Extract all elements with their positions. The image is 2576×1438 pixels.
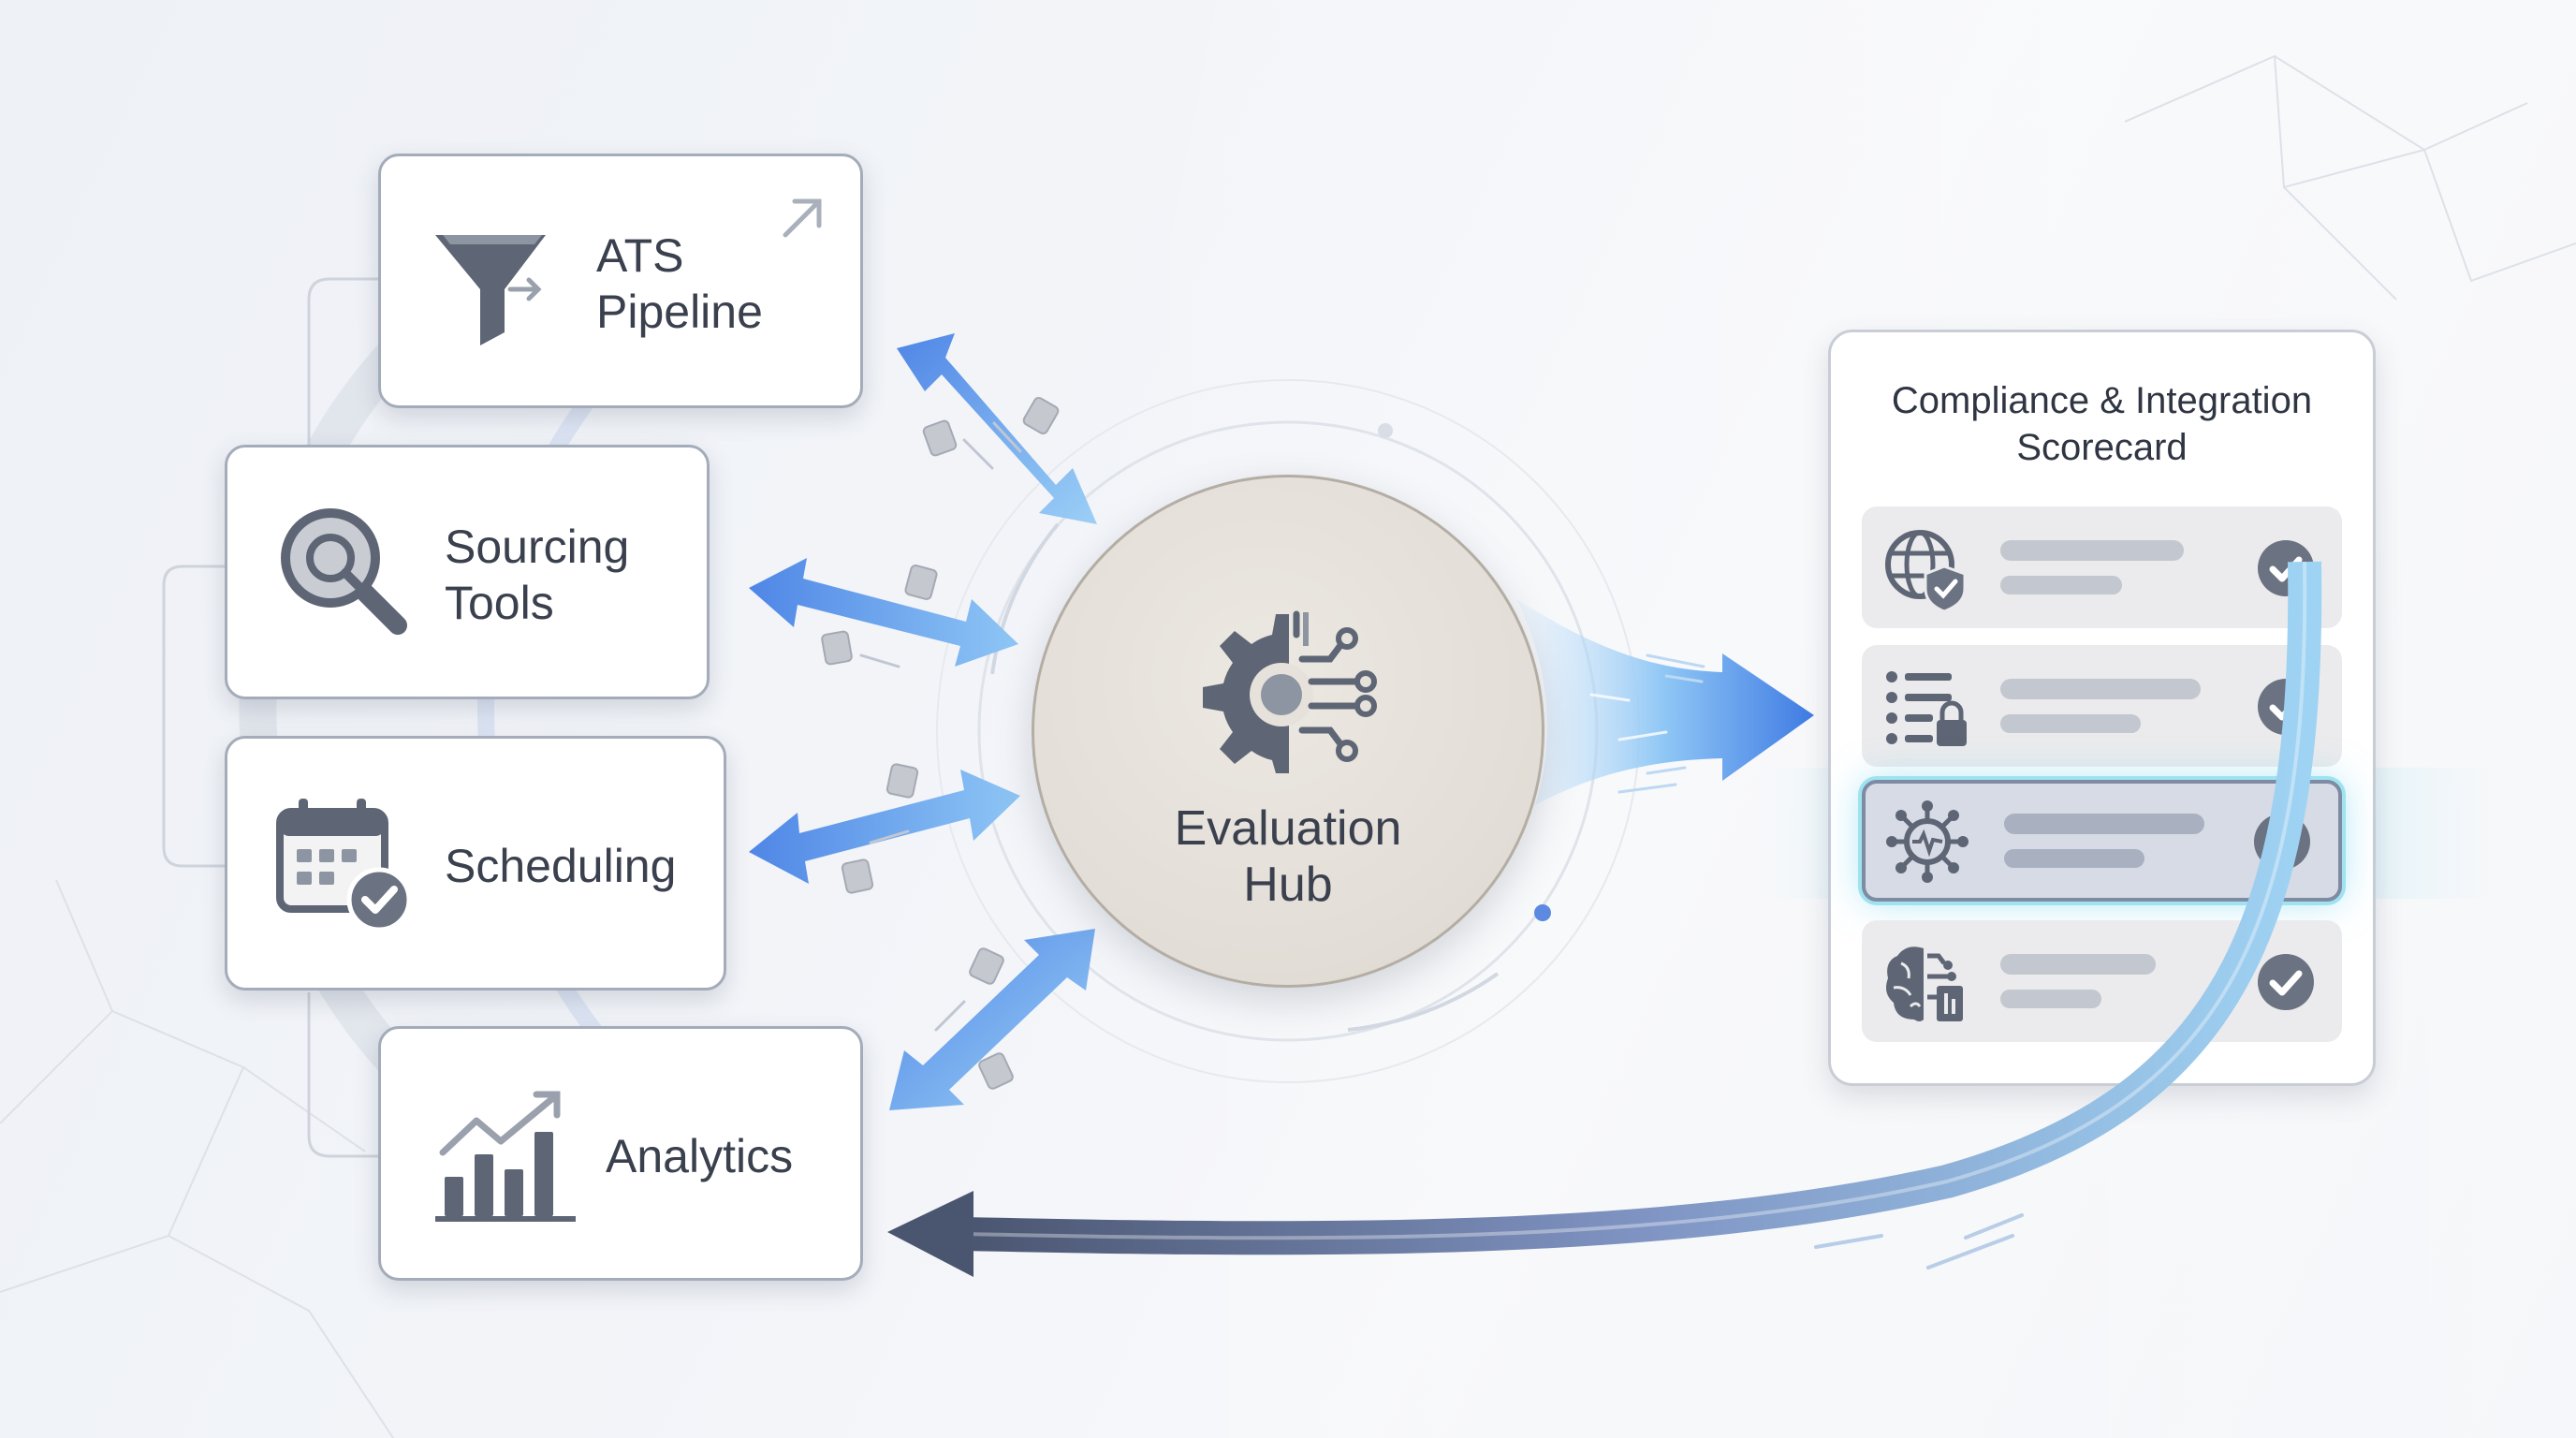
calendar-check-icon xyxy=(276,799,412,932)
placeholder-bar xyxy=(2000,540,2184,561)
check-circle-icon xyxy=(2258,679,2314,735)
funnel-icon xyxy=(435,235,546,345)
scorecard-row[interactable] xyxy=(1862,920,2342,1042)
placeholder-bar xyxy=(2000,990,2101,1008)
placeholder-bar xyxy=(2000,714,2141,733)
placeholder-bar xyxy=(2004,849,2144,868)
placeholder-bar xyxy=(2000,679,2201,699)
gear-circuit-icon xyxy=(1203,610,1377,773)
source-card-scheduling[interactable]: Scheduling xyxy=(225,736,726,990)
brain-circuit-icon xyxy=(1886,946,1963,1021)
placeholder-bar xyxy=(2004,814,2204,834)
source-card-analytics[interactable]: Analytics xyxy=(378,1026,863,1281)
check-circle-icon xyxy=(2258,954,2314,1010)
source-label-scheduling: Scheduling xyxy=(445,840,677,892)
scorecard-row-highlighted[interactable] xyxy=(1862,780,2342,902)
check-circle-icon xyxy=(2258,540,2314,596)
globe-shield-icon xyxy=(1885,530,1967,613)
network-pulse-icon xyxy=(1886,800,1969,883)
external-arrow-icon xyxy=(783,198,822,238)
placeholder-bar xyxy=(2000,576,2122,594)
check-circle-icon xyxy=(2254,814,2310,870)
source-label-analytics: Analytics xyxy=(606,1130,794,1182)
bar-chart-trend-icon xyxy=(435,1091,576,1222)
scorecard-row[interactable] xyxy=(1862,645,2342,767)
scorecard-row[interactable] xyxy=(1862,506,2342,628)
placeholder-bar xyxy=(2000,954,2156,975)
magnifier-icon xyxy=(281,508,407,635)
list-lock-icon xyxy=(1886,671,1967,746)
